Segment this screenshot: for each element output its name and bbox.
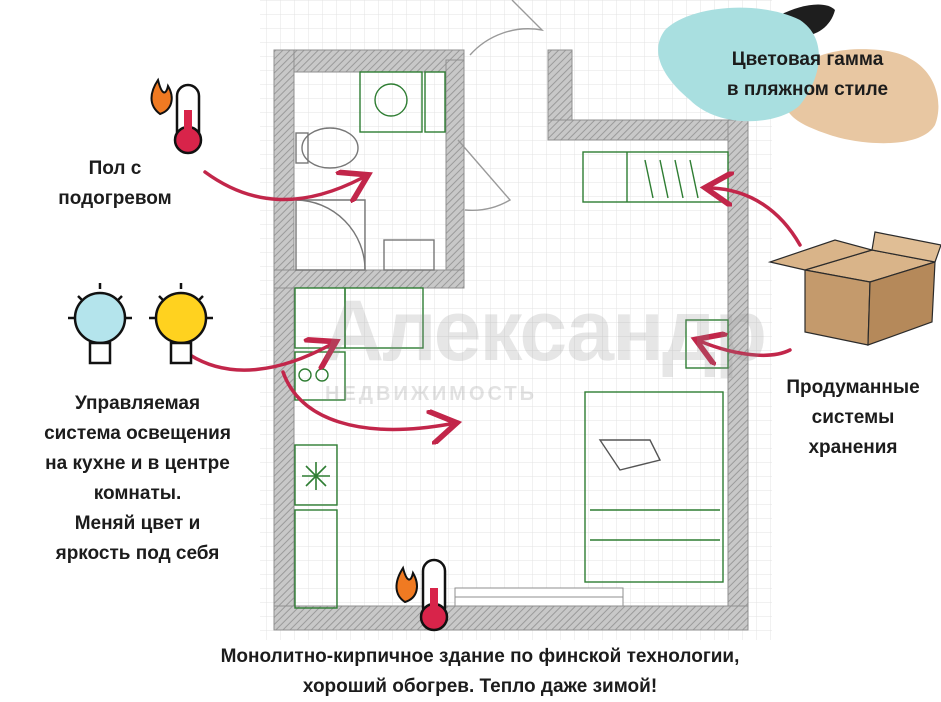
label-building-line: хороший обогрев. Тепло даже зимой! bbox=[302, 676, 658, 697]
palette-blob-icon bbox=[658, 4, 939, 144]
label-floor-line: подогревом bbox=[58, 188, 172, 209]
label-storage: Продуманные системы хранения bbox=[758, 373, 941, 463]
watermark-subtitle: НЕДВИЖИМОСТЬ bbox=[325, 383, 538, 405]
label-storage-line: хранения bbox=[808, 437, 898, 458]
label-floor-line: Пол с bbox=[88, 158, 142, 179]
thermometer-flame-icon bbox=[395, 558, 449, 632]
furniture bbox=[294, 71, 729, 609]
arrows bbox=[188, 172, 802, 429]
label-lighting-line: яркость под себя bbox=[55, 543, 220, 564]
arrow-floor bbox=[203, 172, 362, 200]
arrow-light-room bbox=[281, 370, 450, 429]
label-lighting-line: система освещения bbox=[44, 423, 231, 444]
arrow-light-kitchen bbox=[188, 345, 330, 372]
snowflake-icon bbox=[302, 462, 330, 490]
label-lighting-line: Управляемая bbox=[74, 393, 201, 414]
label-lighting-line: комнаты. bbox=[93, 483, 182, 504]
thermometer-flame-icon bbox=[150, 77, 203, 155]
bathroom-door bbox=[457, 139, 512, 212]
label-lighting-line: на кухне и в центре bbox=[45, 453, 230, 474]
storage-cabinet bbox=[685, 319, 729, 369]
label-storage-line: Продуманные bbox=[786, 377, 920, 398]
washing-machine bbox=[359, 71, 423, 133]
entrance-door bbox=[469, 0, 545, 56]
bed bbox=[584, 391, 724, 583]
arrow-storage-shelf bbox=[712, 188, 802, 247]
label-lighting-line: Меняй цвет и bbox=[74, 513, 201, 534]
walls bbox=[273, 49, 749, 631]
arrow-storage-cabinet bbox=[702, 342, 792, 355]
bathroom-sink bbox=[383, 239, 435, 271]
cardboard-box-icon bbox=[767, 231, 941, 346]
toilet bbox=[301, 127, 359, 169]
label-palette-line: в пляжном стиле bbox=[726, 79, 889, 100]
label-building-line: Монолитно-кирпичное здание по финской те… bbox=[220, 646, 740, 667]
light-bulb-icon bbox=[68, 283, 132, 365]
label-palette: Цветовая гамма в пляжном стиле bbox=[695, 45, 920, 105]
label-heated-floor: Пол с подогревом bbox=[30, 154, 200, 214]
label-building: Монолитно-кирпичное здание по финской те… bbox=[80, 642, 880, 702]
watermark: Александр bbox=[322, 283, 767, 379]
light-bulb-icon bbox=[149, 283, 213, 365]
label-palette-line: Цветовая гамма bbox=[731, 49, 884, 70]
label-lighting: Управляемая система освещения на кухне и… bbox=[10, 389, 265, 569]
fridge bbox=[294, 444, 338, 506]
label-storage-line: системы bbox=[811, 407, 895, 428]
